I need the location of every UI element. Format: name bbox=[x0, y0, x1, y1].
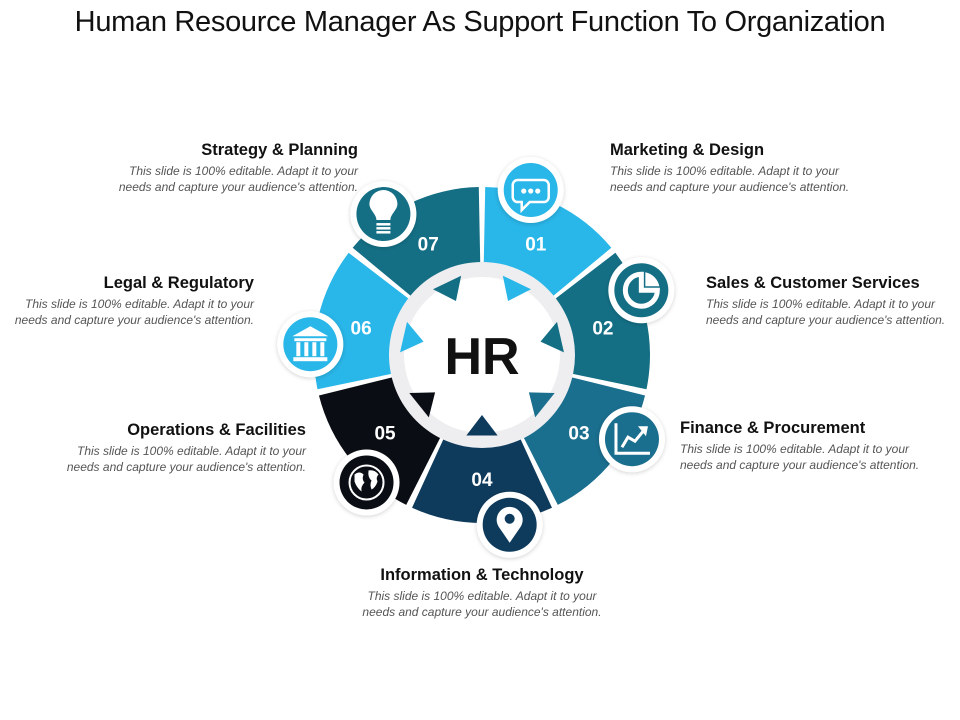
growth-chart-icon bbox=[614, 423, 650, 455]
bank-building-icon bbox=[292, 326, 329, 362]
item-description: This slide is 100% editable. Adapt it to… bbox=[66, 444, 306, 474]
pie-chart-badge bbox=[608, 257, 675, 324]
slide-title: Human Resource Manager As Support Functi… bbox=[74, 6, 886, 38]
item-sales-customer-services: Sales & Customer Services This slide is … bbox=[706, 274, 946, 328]
pointer-triangle bbox=[502, 275, 532, 301]
item-title: Legal & Regulatory bbox=[103, 274, 254, 292]
item-description: This slide is 100% editable. Adapt it to… bbox=[362, 589, 602, 619]
globe-icon bbox=[348, 464, 385, 501]
pointer-triangle bbox=[409, 392, 436, 418]
light-bulb-icon bbox=[369, 190, 398, 234]
segment-numbers: 01 02 03 04 05 06 07 bbox=[351, 234, 614, 491]
wheel-segment-03 bbox=[523, 377, 646, 505]
bank-building-badge bbox=[277, 311, 344, 378]
item-finance-procurement: Finance & Procurement This slide is 100%… bbox=[680, 419, 920, 473]
pointer-triangle bbox=[466, 415, 498, 436]
segment-number: 02 bbox=[592, 318, 613, 339]
segment-number: 05 bbox=[374, 423, 396, 444]
item-operations-facilities: Operations & Facilities This slide is 10… bbox=[66, 421, 306, 475]
item-marketing-design: Marketing & Design This slide is 100% ed… bbox=[610, 141, 850, 195]
pointer-triangle bbox=[400, 321, 424, 353]
item-title: Finance & Procurement bbox=[680, 419, 866, 437]
item-title: Strategy & Planning bbox=[201, 141, 358, 159]
center-pointers bbox=[400, 275, 564, 436]
segment-number: 06 bbox=[351, 318, 372, 339]
pointer-triangle bbox=[540, 321, 564, 353]
item-description: This slide is 100% editable. Adapt it to… bbox=[706, 297, 946, 327]
pointer-triangle bbox=[432, 275, 462, 301]
segment-icons bbox=[277, 157, 675, 558]
item-description: This slide is 100% editable. Adapt it to… bbox=[610, 164, 850, 194]
light-bulb-badge bbox=[350, 181, 417, 248]
speech-bubble-icon bbox=[511, 178, 550, 214]
center-disc bbox=[404, 277, 560, 433]
item-information-technology: Information & Technology This slide is 1… bbox=[362, 566, 602, 620]
item-description: This slide is 100% editable. Adapt it to… bbox=[680, 442, 920, 472]
item-strategy-planning: Strategy & Planning This slide is 100% e… bbox=[118, 141, 358, 195]
item-title: Marketing & Design bbox=[610, 141, 765, 159]
speech-bubble-badge bbox=[497, 157, 564, 224]
location-pin-badge bbox=[476, 491, 543, 558]
pointer-triangle bbox=[528, 392, 555, 418]
item-title: Sales & Customer Services bbox=[706, 274, 920, 292]
growth-chart-badge bbox=[598, 406, 665, 473]
item-description: This slide is 100% editable. Adapt it to… bbox=[118, 164, 358, 194]
center-label: HR bbox=[444, 328, 519, 386]
item-legal-regulatory: Legal & Regulatory This slide is 100% ed… bbox=[14, 274, 254, 328]
globe-badge bbox=[333, 449, 400, 516]
segment-number: 07 bbox=[418, 234, 439, 255]
segment-number: 01 bbox=[525, 234, 547, 255]
item-description: This slide is 100% editable. Adapt it to… bbox=[14, 297, 254, 327]
segment-number: 04 bbox=[471, 470, 493, 491]
pie-chart-icon bbox=[622, 271, 660, 309]
wheel-segment-05 bbox=[318, 377, 441, 505]
location-pin-icon bbox=[496, 506, 523, 543]
segment-number: 03 bbox=[568, 423, 589, 444]
item-title: Operations & Facilities bbox=[127, 421, 306, 439]
item-title: Information & Technology bbox=[380, 566, 584, 584]
